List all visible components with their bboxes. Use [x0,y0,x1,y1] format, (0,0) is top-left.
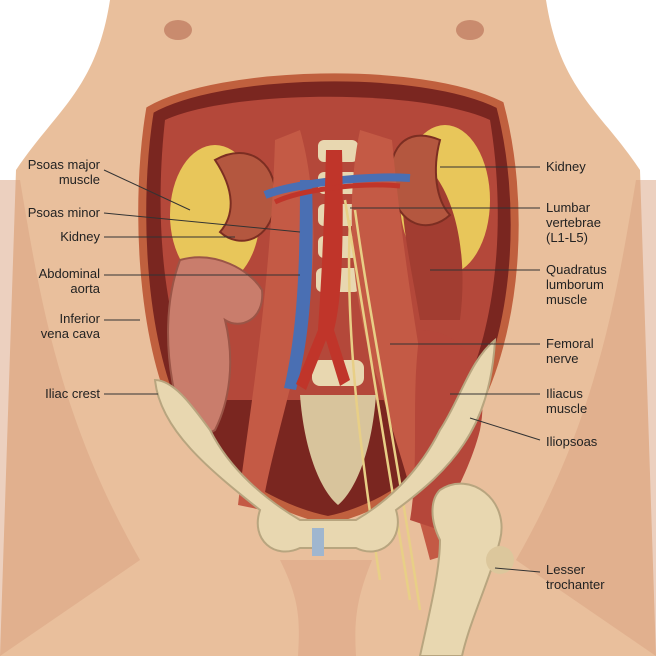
label-lumbar-vertebrae: Lumbar vertebrae (L1-L5) [546,200,601,245]
kidney-right-shape [389,134,452,227]
label-iliac-crest: Iliac crest [45,386,100,401]
label-kidney-right: Kidney [546,159,586,174]
large-intestine [167,256,264,435]
torso-shading [0,180,656,656]
label-psoas-major: Psoas major muscle [27,157,100,187]
pelvis [153,337,497,553]
renal-arteries [273,182,401,205]
inferior-vena-cava-shape [284,180,313,390]
label-lesser-trochanter: Lesser trochanter [546,562,605,592]
label-abdominal-aorta: Abdominal aorta [38,266,100,296]
aorta-shape [296,150,350,390]
nipple-left [164,20,192,40]
label-iliacus: Iliacus muscle [546,386,588,416]
femur [418,482,503,656]
label-kidney-left: Kidney [60,229,100,244]
label-psoas-minor: Psoas minor [27,205,100,220]
lesser-trochanter-bump [486,546,514,574]
nipple-right [456,20,484,40]
label-femoral-nerve: Femoral nerve [546,336,594,366]
sacrum [300,395,376,505]
pubic-symphysis [312,528,324,556]
groin [280,560,372,656]
label-inferior-vena-cava: Inferior vena cava [40,311,100,341]
label-iliopsoas: Iliopsoas [546,434,598,449]
label-quadratus-lumborum: Quadratus lumborum muscle [546,262,607,307]
